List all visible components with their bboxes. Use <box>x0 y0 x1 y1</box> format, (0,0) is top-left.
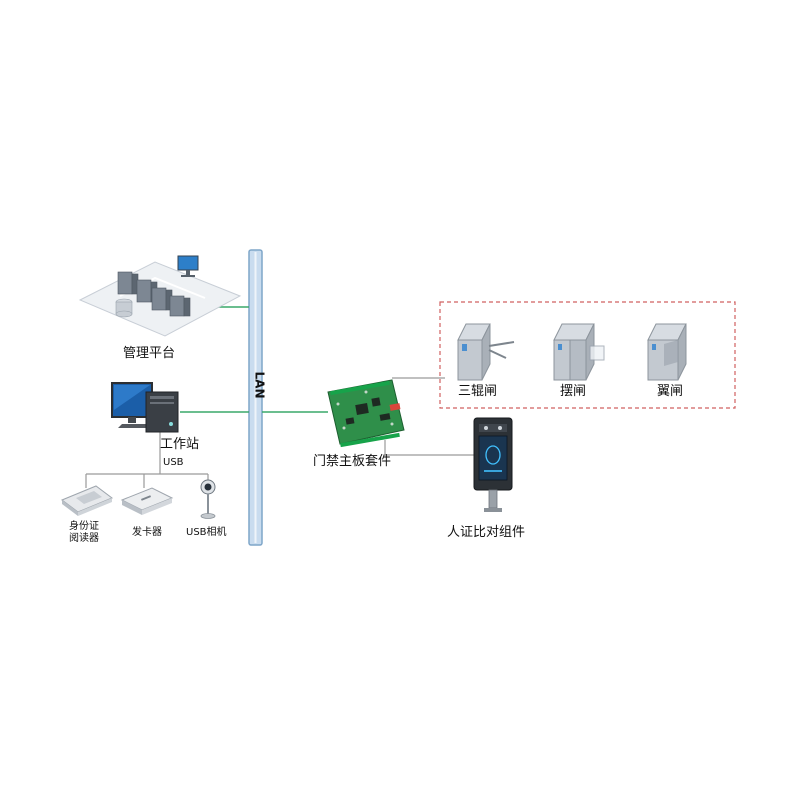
face-verification-terminal-icon <box>473 417 513 512</box>
management-platform-label: 管理平台 <box>123 346 176 361</box>
wing-gate-icon <box>647 323 687 381</box>
workstation-icon <box>111 382 179 433</box>
card-issuer-label: 发卡器 <box>132 527 162 538</box>
usb-camera-label: USB相机 <box>186 527 227 538</box>
lan-bus <box>248 249 263 546</box>
face-verify-label: 人证比对组件 <box>447 525 526 540</box>
controller-label: 门禁主板套件 <box>313 454 392 469</box>
gate-label-swing: 摆闸 <box>560 384 587 399</box>
management-platform-icon <box>78 255 242 337</box>
gate-label-wing: 翼闸 <box>657 384 684 399</box>
id-reader-label-line1: 身份证 <box>69 521 99 532</box>
swing-gate-icon <box>553 323 605 381</box>
usb-label: USB <box>163 457 184 468</box>
id-reader-icon <box>60 485 114 516</box>
gate-group-box <box>439 301 736 409</box>
card-issuer-icon <box>120 487 174 515</box>
face-verify-link <box>384 440 474 456</box>
controller-board-icon <box>327 379 405 448</box>
gate-label-tripod: 三辊闸 <box>458 384 498 399</box>
tripod-turnstile-icon <box>457 323 515 381</box>
workstation-label: 工作站 <box>160 437 200 452</box>
id-reader-label-line2: 阅读器 <box>69 533 99 544</box>
usb-camera-icon <box>200 479 216 519</box>
lan-label: LAN <box>252 371 267 399</box>
